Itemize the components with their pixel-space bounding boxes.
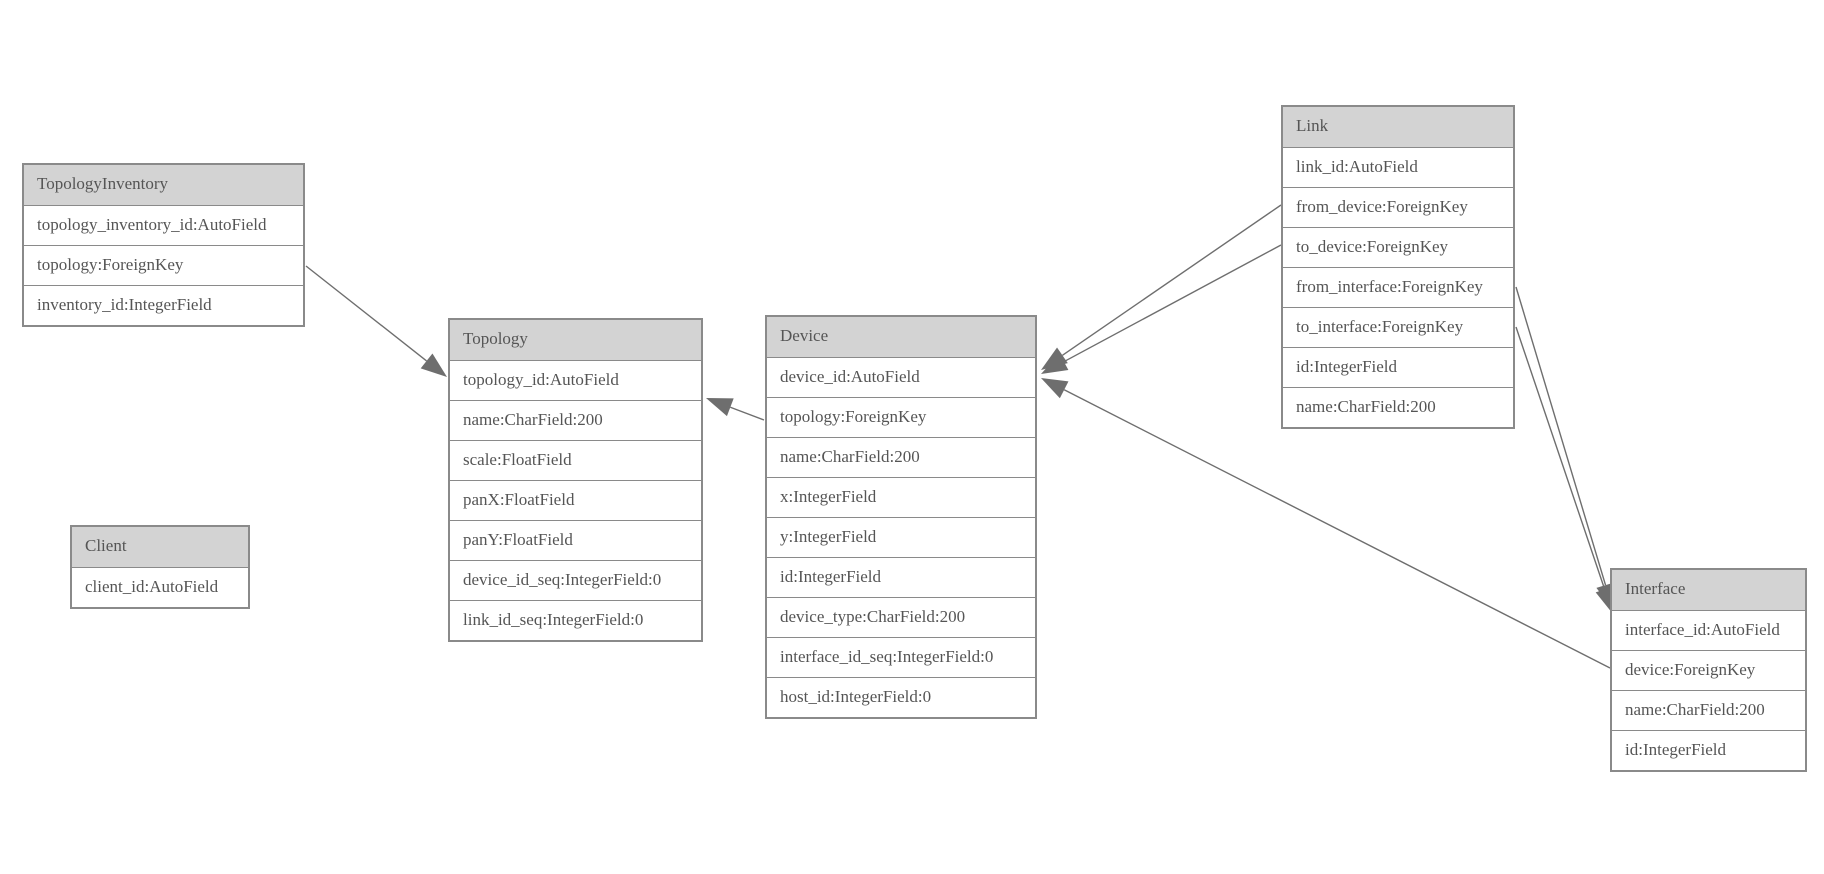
entity-title-topology-inventory: TopologyInventory [24,165,303,205]
field-row-link: from_interface:ForeignKey [1283,267,1513,307]
field-row-link: from_device:ForeignKey [1283,187,1513,227]
field-row-client: client_id:AutoField [72,567,248,607]
edge-line-link-from_interface-to-interface [1515,286,1607,586]
field-row-topology-inventory: topology:ForeignKey [24,245,303,285]
field-row-topology: link_id_seq:IntegerField:0 [450,600,701,640]
field-row-device: name:CharField:200 [767,437,1035,477]
field-row-device: device_type:CharField:200 [767,597,1035,637]
field-row-link: to_interface:ForeignKey [1283,307,1513,347]
field-row-topology: scale:FloatField [450,440,701,480]
field-row-interface: device:ForeignKey [1612,650,1805,690]
field-row-topology: panX:FloatField [450,480,701,520]
field-row-device: host_id:IntegerField:0 [767,677,1035,717]
field-row-topology-inventory: inventory_id:IntegerField [24,285,303,325]
edge-line-link-to_device-to-device [1063,244,1282,363]
field-row-topology: name:CharField:200 [450,400,701,440]
arrowhead-icon-link-to_device-to-device [1041,353,1069,374]
field-row-device: id:IntegerField [767,557,1035,597]
edge-line-link-to_interface-to-interface [1515,326,1606,590]
edge-line-device-topology-to-topology [730,406,765,421]
field-row-interface: name:CharField:200 [1612,690,1805,730]
field-row-device: device_id:AutoField [767,357,1035,397]
field-row-link: name:CharField:200 [1283,387,1513,427]
field-row-topology: device_id_seq:IntegerField:0 [450,560,701,600]
entity-title-device: Device [767,317,1035,357]
edge-line-interface-device-to-device [1063,389,1611,669]
arrowhead-icon-topologyinventory-topology-to-topology [420,353,447,377]
field-row-device: topology:ForeignKey [767,397,1035,437]
entity-title-link: Link [1283,107,1513,147]
edge-line-link-from_device-to-device [1062,204,1282,356]
entity-title-topology: Topology [450,320,701,360]
field-row-link: link_id:AutoField [1283,147,1513,187]
field-row-device: interface_id_seq:IntegerField:0 [767,637,1035,677]
field-row-device: x:IntegerField [767,477,1035,517]
entity-title-client: Client [72,527,248,567]
field-row-topology-inventory: topology_inventory_id:AutoField [24,205,303,245]
field-row-topology: panY:FloatField [450,520,701,560]
field-row-device: y:IntegerField [767,517,1035,557]
entity-title-interface: Interface [1612,570,1805,610]
field-row-interface: id:IntegerField [1612,730,1805,770]
arrowhead-icon-interface-device-to-device [1041,378,1069,399]
arrowhead-icon-link-to_interface-to-interface [1595,586,1614,614]
field-row-interface: interface_id:AutoField [1612,610,1805,650]
edge-line-topologyinventory-topology-to-topology [305,265,428,362]
field-row-link: to_device:ForeignKey [1283,227,1513,267]
field-row-topology: topology_id:AutoField [450,360,701,400]
arrowhead-icon-device-topology-to-topology [706,398,734,417]
field-row-link: id:IntegerField [1283,347,1513,387]
